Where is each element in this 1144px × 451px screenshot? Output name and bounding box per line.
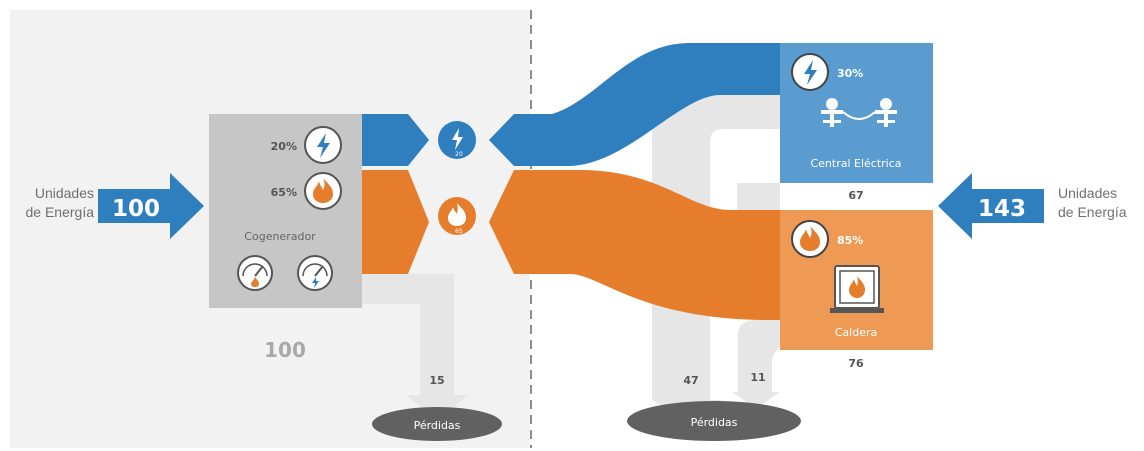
boiler-heat-flow — [489, 170, 780, 320]
flame-icon — [849, 276, 865, 298]
input-label-left-line1: Unidades — [35, 185, 94, 201]
gauge-needle — [314, 265, 324, 277]
cogenerator-label: Cogenerador — [244, 230, 316, 243]
gauge-dial — [302, 263, 328, 277]
lightning-icon — [452, 128, 463, 150]
input-value-right: 143 — [978, 196, 1026, 222]
gauge-dial — [242, 263, 268, 277]
lightning-icon — [317, 133, 330, 158]
gauge-needle — [254, 265, 264, 277]
cogenerator-total: 100 — [264, 338, 306, 362]
flame-icon — [800, 226, 820, 251]
losses-ellipse-left — [372, 407, 502, 441]
power-plant-loss-flow — [652, 95, 780, 420]
boiler-loss-flow — [732, 320, 780, 409]
gauge-icon — [237, 255, 273, 291]
losses-value-left: 15 — [429, 374, 444, 387]
losses-ellipse-right — [627, 401, 801, 441]
losses-value-right-1: 47 — [683, 374, 698, 387]
boiler-value: 76 — [848, 357, 864, 370]
power-plant-pct: 30% — [837, 67, 863, 80]
input-label-right-line2: de Energía — [1058, 204, 1127, 220]
input-arrow-right — [938, 173, 1044, 239]
heat-output-value: 65 — [455, 228, 463, 235]
flame-icon — [448, 203, 466, 226]
input-value-left: 100 — [112, 196, 160, 222]
losses-label-right: Pérdidas — [691, 416, 738, 429]
boiler-pct: 85% — [837, 234, 863, 247]
boiler-icon-base — [830, 308, 884, 313]
losses-label-left: Pérdidas — [414, 419, 461, 432]
gauge-icon — [297, 255, 333, 291]
cogenerator-heat-output — [362, 170, 429, 274]
plant-boiler-connector — [737, 183, 780, 210]
cogenerator-loss-flow — [362, 274, 468, 421]
input-label-right-line1: Unidades — [1058, 185, 1117, 201]
electric-output-value: 20 — [455, 151, 463, 158]
transmission-tower-icon — [821, 98, 897, 127]
flame-icon — [313, 178, 333, 203]
flame-icon — [251, 277, 259, 287]
input-arrow-left — [98, 173, 204, 239]
power-plant-electric-flow — [489, 43, 780, 166]
losses-value-right-2: 11 — [750, 371, 765, 384]
power-plant-label: Central Eléctrica — [810, 157, 901, 170]
cogenerator-elec-pct: 20% — [271, 140, 297, 153]
power-plant-value: 67 — [848, 189, 863, 202]
cogenerator-heat-pct: 65% — [271, 186, 297, 199]
input-label-left-line2: de Energía — [26, 204, 95, 220]
lightning-icon — [804, 60, 817, 85]
cogenerator-electric-output — [362, 114, 429, 166]
boiler-label: Caldera — [835, 326, 878, 339]
lightning-icon — [312, 277, 319, 288]
